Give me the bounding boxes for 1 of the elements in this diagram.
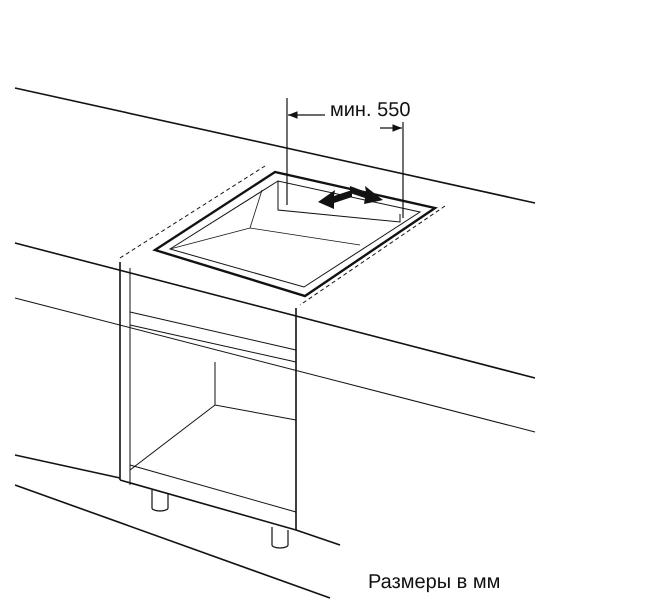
units-note: Размеры в мм [368,570,500,594]
